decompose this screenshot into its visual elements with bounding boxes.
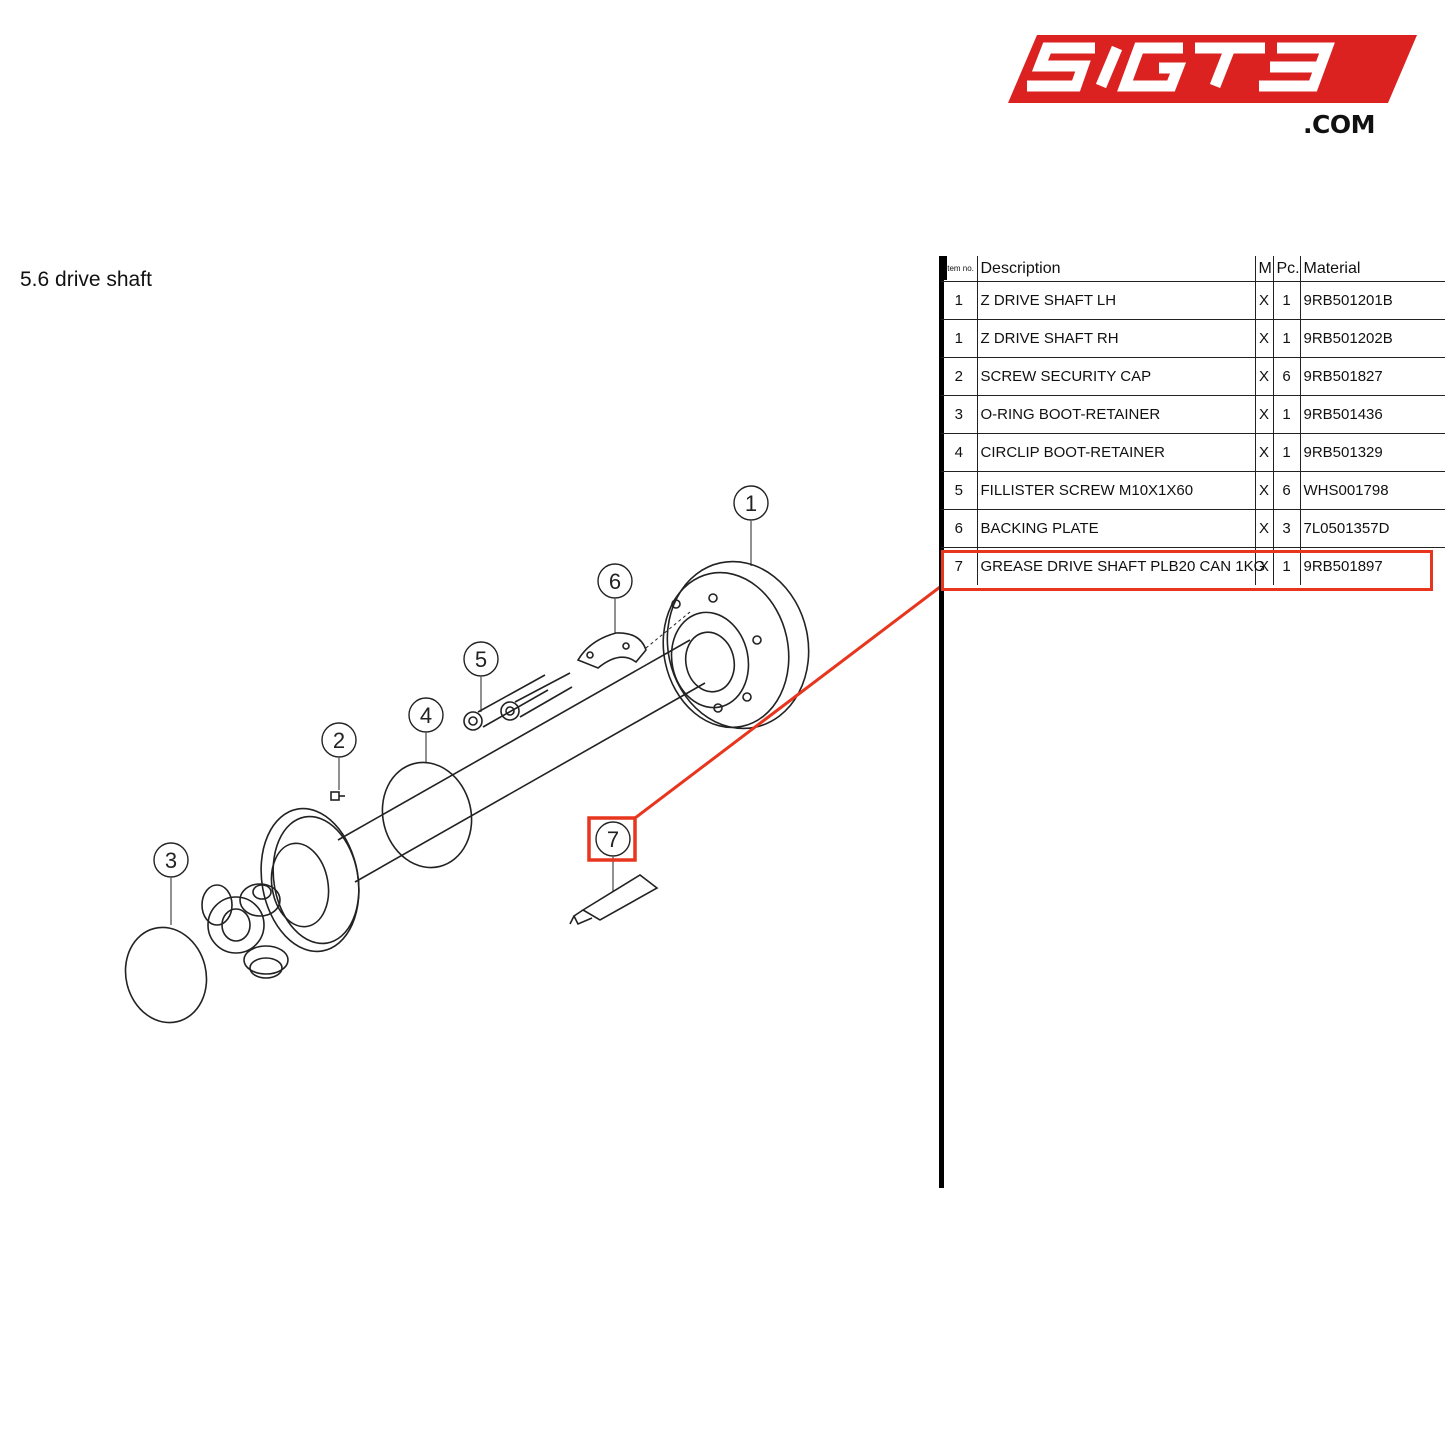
description-cell: Z DRIVE SHAFT RH: [977, 319, 1256, 358]
item-no-cell: 4: [941, 433, 978, 472]
material-cell: 9RB501201B: [1300, 281, 1445, 320]
pc-cell: 1: [1273, 319, 1301, 358]
callout-7-circle: [595, 821, 631, 857]
leader-lines: [170, 521, 752, 925]
description-cell: GREASE DRIVE SHAFT PLB20 CAN 1KG: [977, 547, 1265, 585]
header-material: Material: [1303, 259, 1361, 277]
description-cell: CIRCLIP BOOT-RETAINER: [977, 433, 1256, 472]
callout-6-circle: [597, 563, 633, 599]
item-no-cell: 7: [941, 547, 978, 585]
item-no-cell: 1: [941, 319, 978, 358]
pc-cell: 1: [1273, 281, 1301, 320]
callout-7-label: 7: [607, 827, 619, 852]
header-description: Description: [977, 256, 1256, 282]
pc-cell: 1: [1273, 433, 1301, 472]
material-cell: 9RB501436: [1300, 395, 1445, 434]
circlip-part: [381, 761, 473, 869]
pc-cell: 6: [1273, 357, 1301, 396]
logo-domain: .COM: [1303, 110, 1375, 139]
callout-4-label: 4: [420, 703, 432, 728]
item-no-cell: 2: [941, 357, 978, 396]
o-ring-part: [124, 926, 208, 1024]
header-m: M: [1255, 256, 1274, 282]
callout-3-circle: [153, 842, 189, 878]
callout-1-label: 1: [745, 491, 757, 516]
material-cell: 9RB501897: [1300, 547, 1445, 585]
callout-4-circle: [408, 697, 444, 733]
pc-cell: 3: [1273, 509, 1301, 548]
callout-2-circle: [321, 722, 357, 758]
pc-cell: 1: [1273, 547, 1301, 585]
item-no-cell: 1: [941, 281, 978, 320]
callout-2-label: 2: [333, 728, 345, 753]
brand-logo[interactable]: [1005, 30, 1420, 145]
item-no-cell: 6: [941, 509, 978, 548]
item-no-cell: 5: [941, 471, 978, 510]
description-cell: O-RING BOOT-RETAINER: [977, 395, 1256, 434]
backing-plate-part: [576, 611, 691, 669]
m-cell: X: [1255, 509, 1274, 548]
material-cell: 9RB501202B: [1300, 319, 1445, 358]
m-cell: X: [1255, 471, 1274, 510]
fillister-screw-part: [463, 672, 573, 731]
header-item-no: Item no.: [941, 256, 978, 282]
pc-cell: 6: [1273, 471, 1301, 510]
pc-cell: 1: [1273, 395, 1301, 434]
m-cell: X: [1255, 281, 1274, 320]
callout-7-highlight-box: [587, 816, 637, 862]
description-cell: FILLISTER SCREW M10X1X60: [977, 471, 1256, 510]
callouts: [153, 485, 769, 878]
callout-5-label: 5: [475, 647, 487, 672]
material-cell: 9RB501329: [1300, 433, 1445, 472]
grease-tube-part: [569, 874, 659, 926]
logo-lettering: [1027, 42, 1335, 92]
table-left-rule: [939, 256, 944, 1188]
material-cell: 7L0501357D: [1300, 509, 1445, 548]
material-cell: WHS001798: [1300, 471, 1445, 510]
section-title: 5.6 drive shaft: [20, 268, 152, 291]
description-cell: Z DRIVE SHAFT LH: [977, 281, 1256, 320]
m-cell: X: [1255, 395, 1274, 434]
m-cell: X: [1255, 357, 1274, 396]
description-cell: BACKING PLATE: [977, 509, 1256, 548]
m-cell: X: [1255, 547, 1274, 585]
description-cell: SCREW SECURITY CAP: [977, 357, 1256, 396]
callout-5-circle: [463, 641, 499, 677]
m-cell: X: [1255, 319, 1274, 358]
callout-6-label: 6: [609, 569, 621, 594]
screw-security-cap-part: [330, 791, 345, 801]
callout-1-circle: [733, 485, 769, 521]
drive-shaft-part: [201, 560, 810, 979]
exploded-diagram: 1 2 3 4 5 6 7: [124, 485, 941, 1024]
highlight-connector-line: [634, 585, 941, 820]
m-cell: X: [1255, 433, 1274, 472]
material-cell: 9RB501827: [1300, 357, 1445, 396]
header-pc: Pc.: [1273, 256, 1301, 282]
row-7-highlight-box: [941, 550, 1433, 591]
callout-3-label: 3: [165, 848, 177, 873]
table-header-row: Item no. Description M Pc. Material: [941, 256, 1445, 282]
item-no-cell: 3: [941, 395, 978, 434]
